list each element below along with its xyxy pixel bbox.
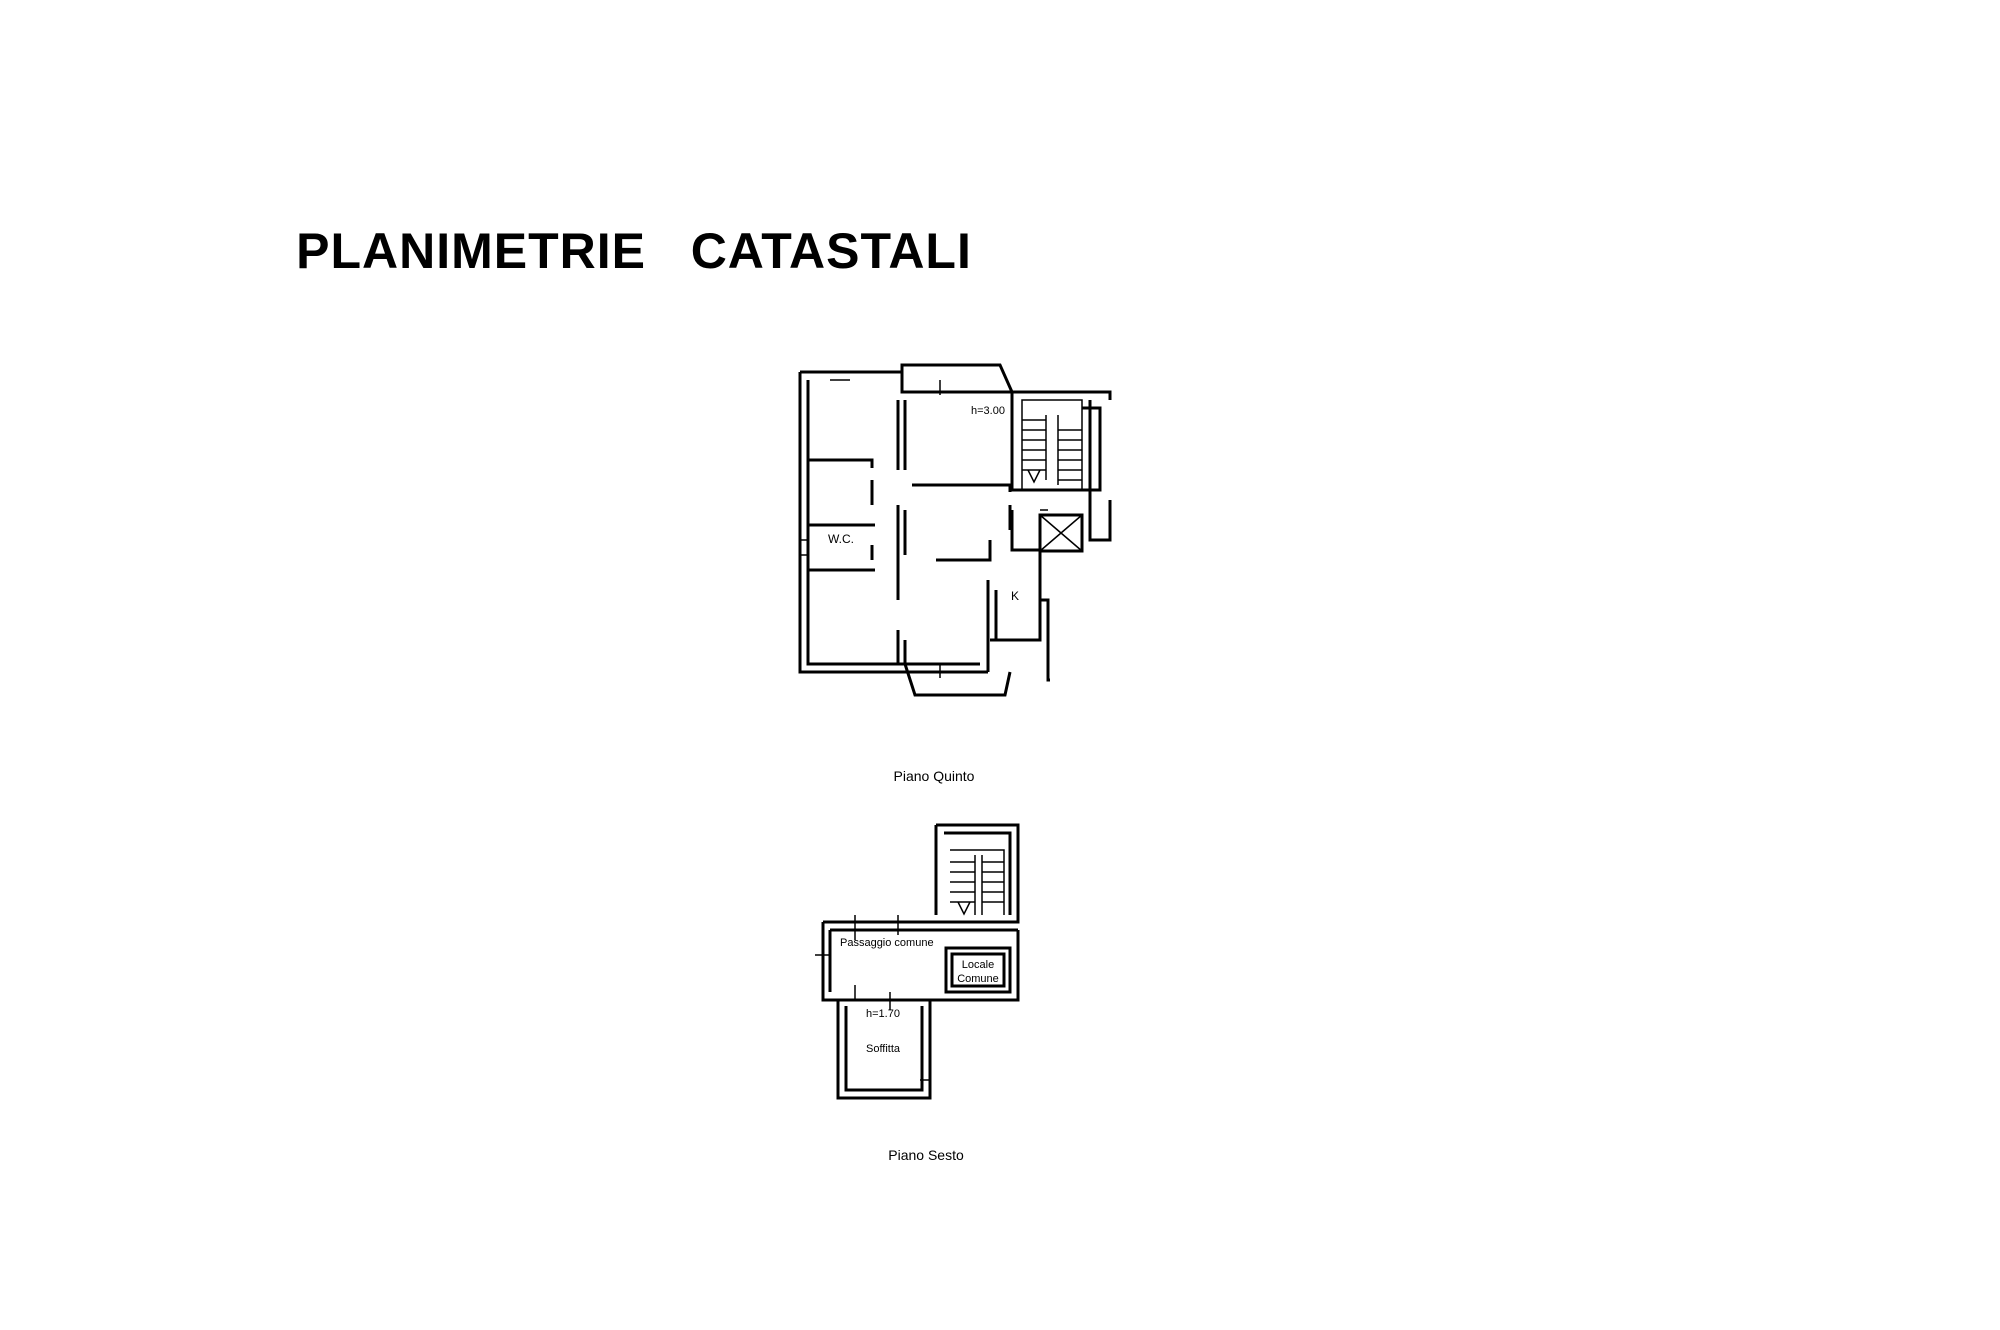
- wc-label: W.C.: [828, 532, 854, 546]
- common-room-label-2: Comune: [957, 973, 999, 985]
- floor-plan-sixth: Passaggio comune Locale Comune h=1.70 So…: [815, 823, 1020, 1163]
- ceiling-height-label: h=3.00: [971, 405, 1005, 417]
- floor-caption-fifth: Piano Quinto: [894, 768, 975, 784]
- common-room-label: Locale: [962, 959, 994, 971]
- passage-label: Passaggio comune: [840, 937, 934, 949]
- page-title: PLANIMETRIE CATASTALI: [296, 223, 972, 279]
- attic-height-label: h=1.70: [866, 1008, 900, 1020]
- floor-caption-sixth: Piano Sesto: [888, 1147, 964, 1163]
- kitchen-label: K: [1011, 589, 1019, 603]
- attic-label: Soffitta: [866, 1043, 901, 1055]
- floor-plan-fifth: h=3.00 W.C. K Piano Quinto: [798, 363, 1112, 784]
